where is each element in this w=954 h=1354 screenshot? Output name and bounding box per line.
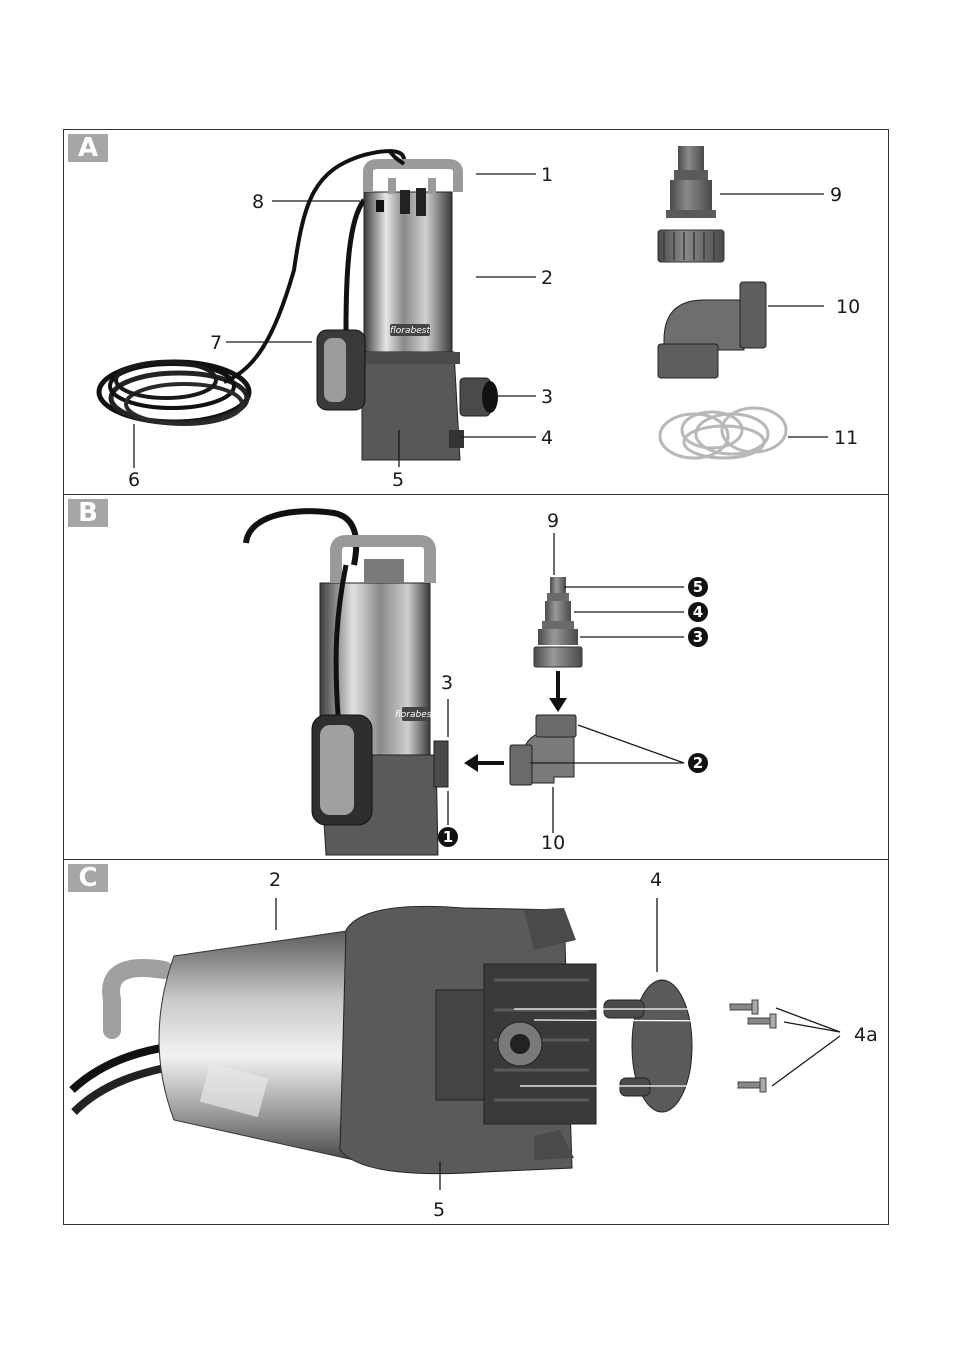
label-6: 6 bbox=[128, 469, 140, 491]
label-2-c: 2 bbox=[269, 869, 281, 891]
pump-body: florabest bbox=[361, 148, 498, 461]
screw-2 bbox=[747, 1013, 777, 1029]
screw-1 bbox=[729, 999, 759, 1015]
panel-tag-c: C bbox=[68, 864, 108, 892]
assembly-arrow-left bbox=[464, 754, 504, 772]
svg-text:2: 2 bbox=[693, 754, 703, 772]
panel-b-illustration: florabest bbox=[243, 508, 708, 856]
step-1-badge: 1 bbox=[438, 827, 458, 847]
rope bbox=[658, 406, 788, 460]
handle-c bbox=[102, 959, 173, 1039]
brand-logo: florabest bbox=[390, 326, 430, 336]
panel-tag-a: A bbox=[68, 134, 108, 162]
label-9: 9 bbox=[830, 184, 842, 206]
label-11: 11 bbox=[834, 427, 858, 449]
leader-lines-b bbox=[447, 533, 685, 833]
assembly-arrow-down bbox=[549, 671, 567, 712]
guide-lines-c bbox=[514, 1008, 749, 1087]
coiled-cable bbox=[96, 149, 406, 426]
elbow-fitting bbox=[657, 281, 767, 379]
hose-adapter-b bbox=[533, 577, 583, 668]
label-4-c: 4 bbox=[650, 869, 662, 891]
leader-lines-c bbox=[275, 898, 841, 1190]
label-10-b: 10 bbox=[541, 832, 565, 854]
label-7: 7 bbox=[210, 332, 222, 354]
panel-a: A bbox=[63, 129, 889, 495]
label-3: 3 bbox=[541, 386, 553, 408]
svg-text:1: 1 bbox=[443, 828, 453, 846]
label-4: 4 bbox=[541, 427, 553, 449]
step-3-badge: 3 bbox=[688, 627, 708, 647]
pump-base-c bbox=[339, 905, 597, 1175]
svg-text:4: 4 bbox=[693, 603, 703, 621]
float-switch bbox=[316, 329, 366, 411]
panel-a-illustration: florabest bbox=[96, 146, 860, 491]
panel-b: B florabest bbox=[63, 494, 889, 860]
label-5-c: 5 bbox=[433, 1199, 445, 1221]
panel-tag-b: B bbox=[68, 499, 108, 527]
label-8: 8 bbox=[252, 191, 264, 213]
float-switch-b bbox=[311, 564, 373, 826]
steel-body-c bbox=[158, 929, 355, 1161]
leader-lines-a bbox=[133, 173, 828, 468]
float-cable bbox=[343, 198, 367, 331]
elbow-fitting-b bbox=[509, 714, 577, 786]
label-3-b: 3 bbox=[441, 672, 453, 694]
svg-text:5: 5 bbox=[693, 578, 703, 596]
label-1: 1 bbox=[541, 164, 553, 186]
label-5: 5 bbox=[392, 469, 404, 491]
label-2: 2 bbox=[541, 267, 553, 289]
step-2-badge: 2 bbox=[688, 753, 708, 773]
svg-text:3: 3 bbox=[693, 628, 703, 646]
label-4a: 4a bbox=[854, 1024, 878, 1046]
panel-c-illustration: 2 4 4a 5 bbox=[69, 869, 878, 1221]
screw-3 bbox=[737, 1077, 767, 1093]
step-5-badge: 5 bbox=[688, 577, 708, 597]
panel-c: C bbox=[63, 859, 889, 1225]
cover-plate bbox=[603, 979, 693, 1113]
step-4-badge: 4 bbox=[688, 602, 708, 622]
label-10: 10 bbox=[836, 296, 860, 318]
hose-adapter bbox=[657, 146, 725, 263]
brand-logo-b: florabest bbox=[395, 710, 435, 720]
label-9-b: 9 bbox=[547, 510, 559, 532]
